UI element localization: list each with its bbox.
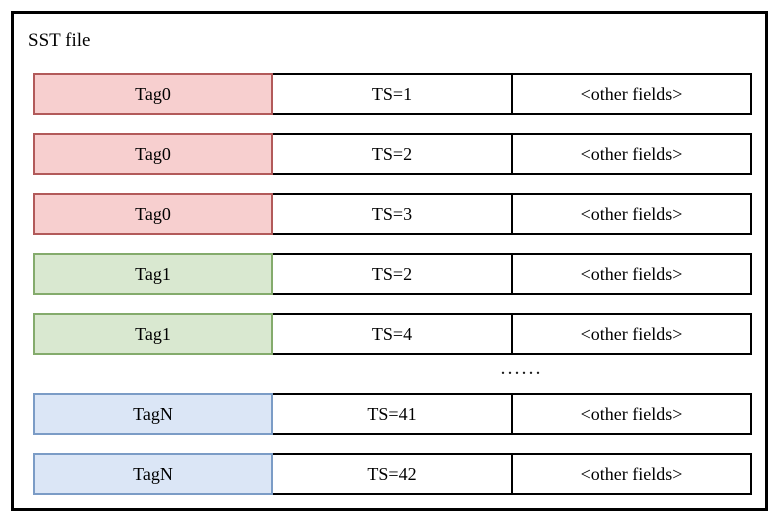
- record-timestamp-cell: TS=4: [273, 313, 513, 355]
- sst-file-title: SST file: [28, 30, 91, 51]
- ellipsis-dots: ......: [500, 357, 543, 379]
- record-row: Tag0 TS=2 <other fields>: [33, 133, 752, 175]
- record-timestamp-cell: TS=42: [273, 453, 513, 495]
- record-other-fields-cell: <other fields>: [513, 193, 752, 235]
- record-timestamp-cell: TS=41: [273, 393, 513, 435]
- records-ellipsis: ......: [33, 357, 752, 379]
- record-tag-cell: Tag1: [33, 313, 273, 355]
- record-tag-cell: Tag0: [33, 73, 273, 115]
- sst-file-frame: SST file Tag0 TS=1 <other fields> Tag0 T…: [11, 11, 768, 511]
- record-other-fields-cell: <other fields>: [513, 313, 752, 355]
- record-other-fields-cell: <other fields>: [513, 393, 752, 435]
- record-tag-cell: TagN: [33, 393, 273, 435]
- record-row: Tag1 TS=2 <other fields>: [33, 253, 752, 295]
- record-timestamp-cell: TS=1: [273, 73, 513, 115]
- record-tag-cell: Tag0: [33, 133, 273, 175]
- record-tag-cell: Tag1: [33, 253, 273, 295]
- record-timestamp-cell: TS=2: [273, 253, 513, 295]
- record-row: Tag0 TS=3 <other fields>: [33, 193, 752, 235]
- record-row: Tag1 TS=4 <other fields>: [33, 313, 752, 355]
- record-row: TagN TS=42 <other fields>: [33, 453, 752, 495]
- record-timestamp-cell: TS=3: [273, 193, 513, 235]
- record-tag-cell: TagN: [33, 453, 273, 495]
- record-row: TagN TS=41 <other fields>: [33, 393, 752, 435]
- record-timestamp-cell: TS=2: [273, 133, 513, 175]
- record-other-fields-cell: <other fields>: [513, 133, 752, 175]
- record-other-fields-cell: <other fields>: [513, 253, 752, 295]
- record-other-fields-cell: <other fields>: [513, 453, 752, 495]
- record-other-fields-cell: <other fields>: [513, 73, 752, 115]
- record-tag-cell: Tag0: [33, 193, 273, 235]
- record-row: Tag0 TS=1 <other fields>: [33, 73, 752, 115]
